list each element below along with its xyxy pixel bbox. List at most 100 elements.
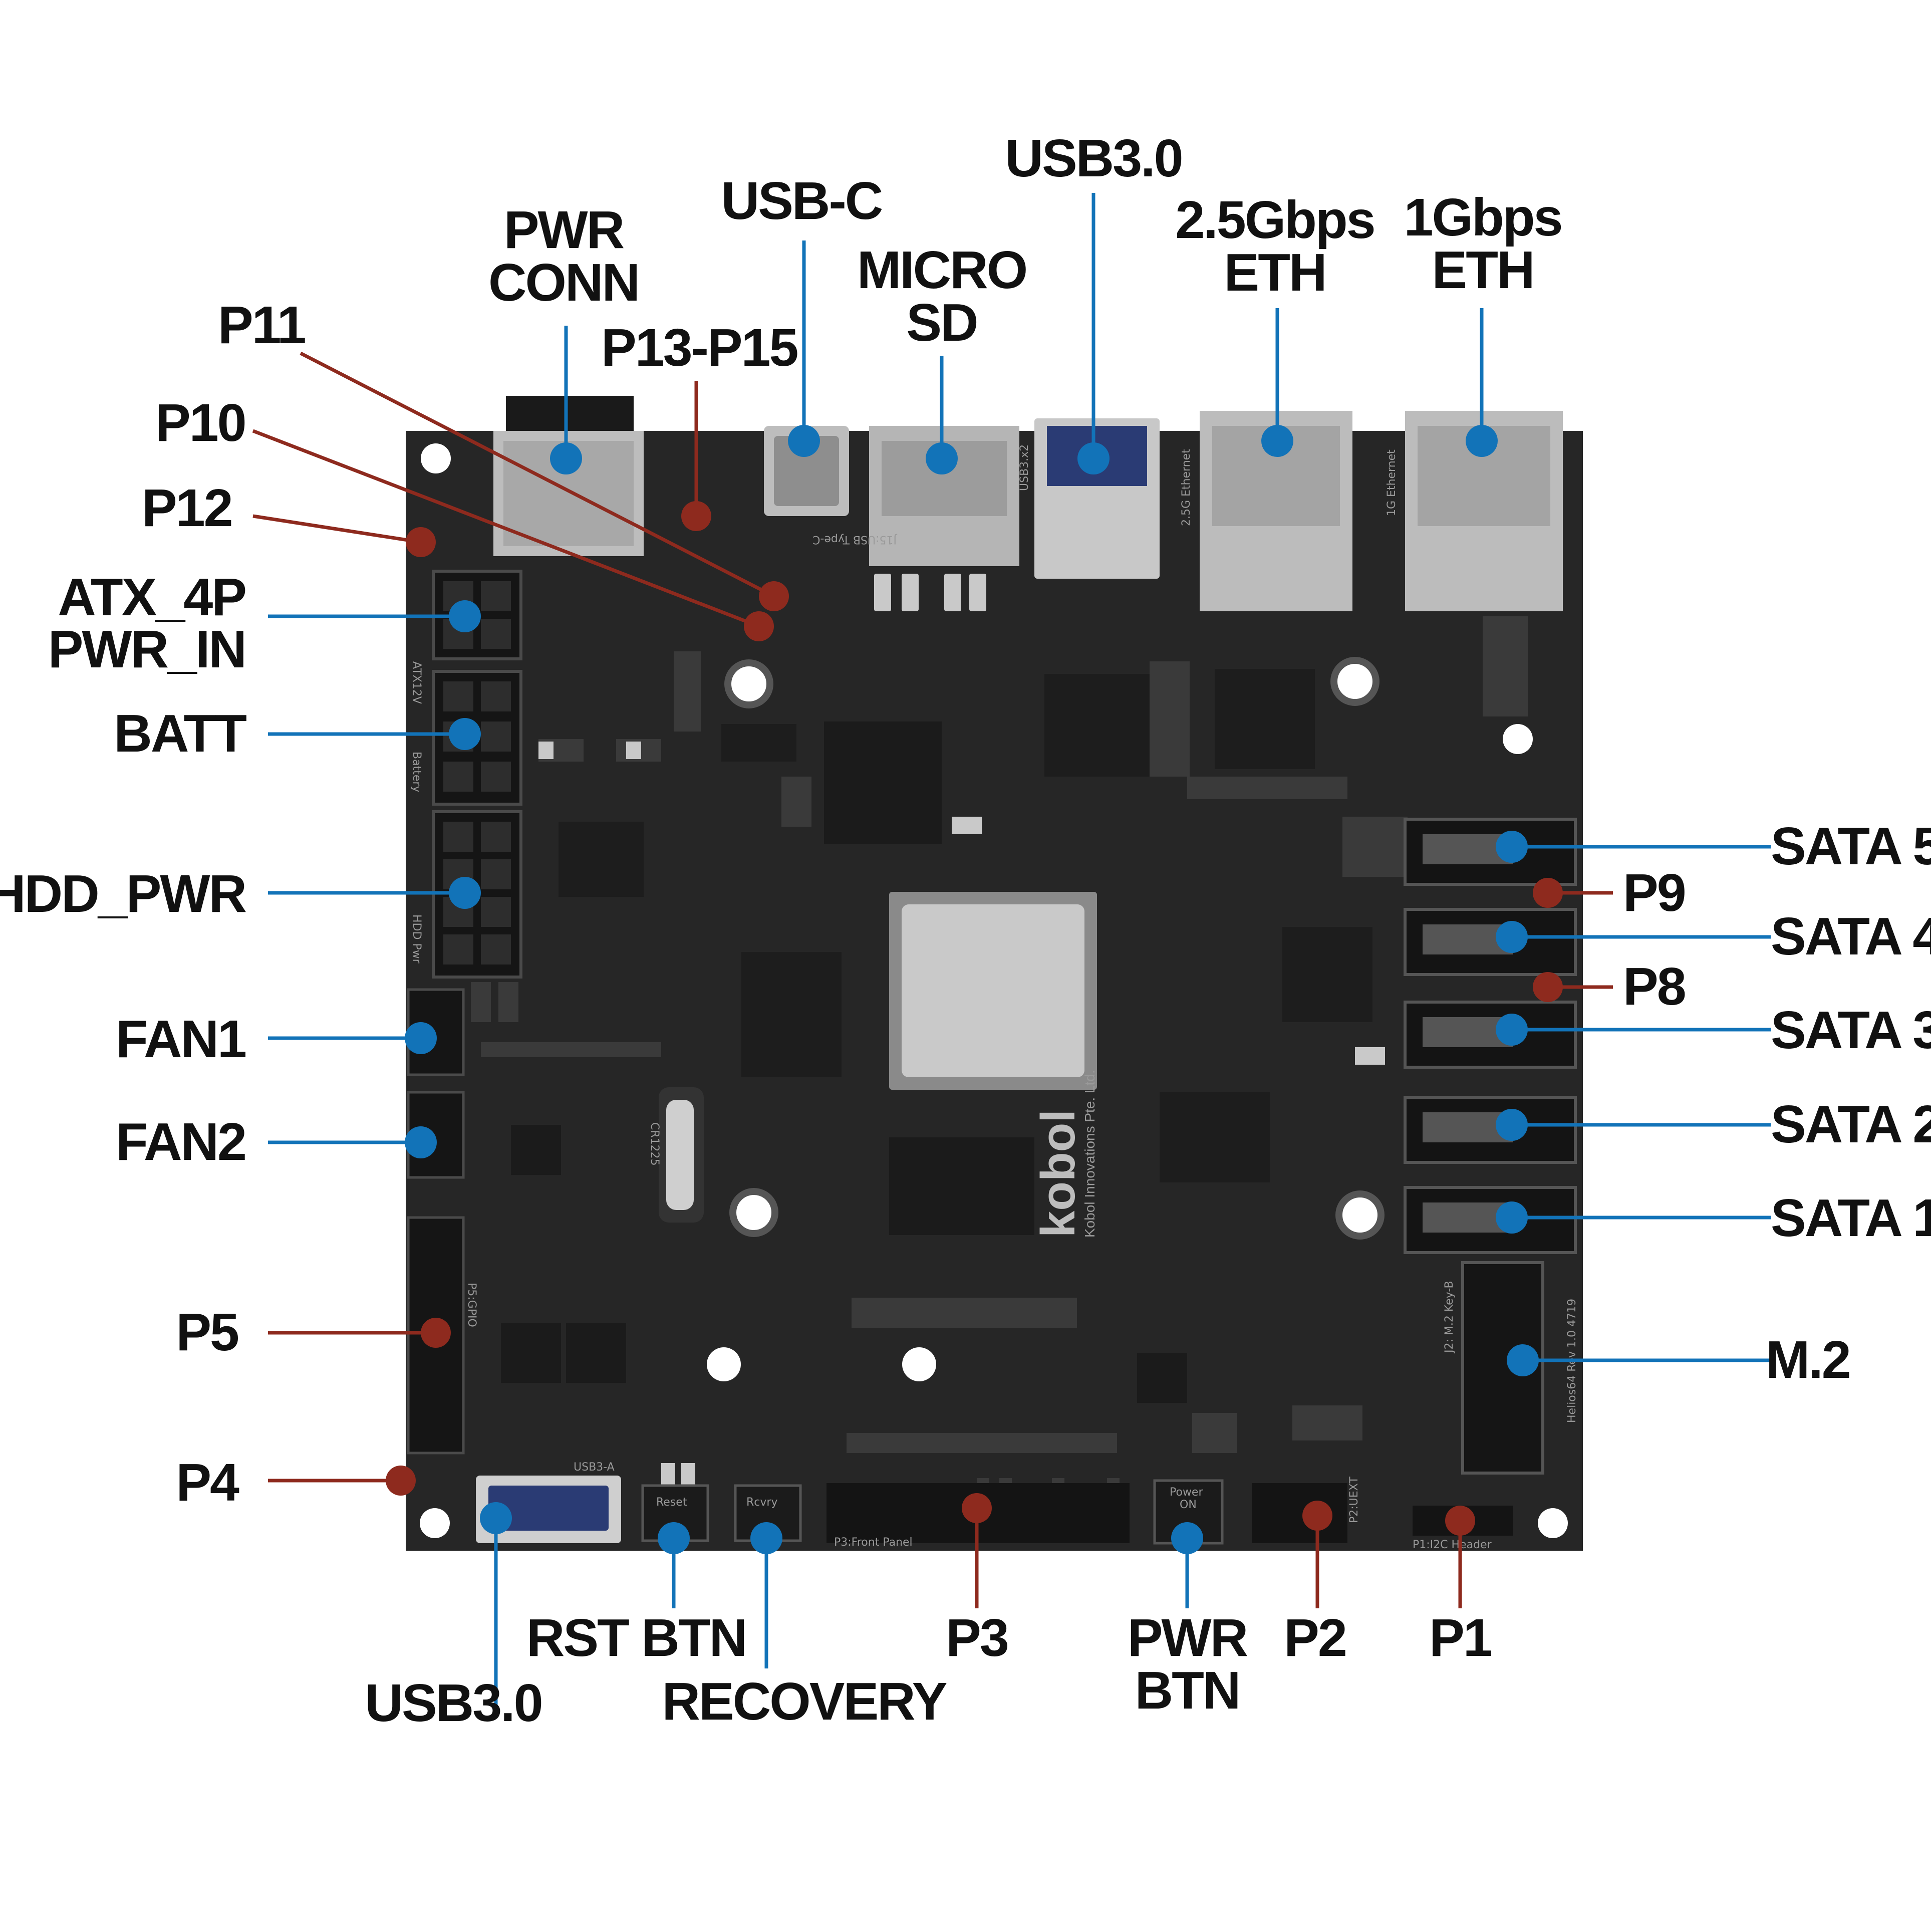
- dot-eth-1g: [1466, 425, 1498, 457]
- sata1-connector: [1404, 1186, 1577, 1254]
- label-pwr-conn-2: CONN: [488, 253, 639, 312]
- dot-sata1: [1496, 1201, 1528, 1234]
- mount-hole-br: [1538, 1508, 1568, 1538]
- label-p2: P2: [1284, 1608, 1346, 1667]
- sata2-connector: [1404, 1096, 1577, 1164]
- silk-hdd: HDD Pwr: [410, 914, 423, 964]
- chip: [824, 721, 942, 844]
- label-usb-c: USB-C: [721, 171, 882, 230]
- gpio-header: [407, 1216, 465, 1455]
- dot-sata5: [1496, 831, 1528, 863]
- label-m2: M.2: [1766, 1330, 1850, 1389]
- dot-sata3: [1496, 1014, 1528, 1046]
- dot-hdd: [449, 877, 481, 909]
- label-sata3: SATA 3: [1771, 1001, 1931, 1060]
- silk-m2-key: J2: M.2 Key-B: [1443, 1281, 1456, 1354]
- chip: [1160, 1092, 1270, 1182]
- chip: [559, 822, 644, 897]
- mount-hole-c1: [707, 1347, 741, 1381]
- brand-sub-text: Kobol Innovations Pte. Ltd.: [1082, 1070, 1097, 1238]
- dot-p9: [1533, 878, 1563, 908]
- silk-eth25: 2.5G Ethernet: [1180, 449, 1193, 526]
- dot-p13-p15: [681, 501, 711, 531]
- dot-p4: [386, 1466, 416, 1496]
- mount-hole-tl: [421, 443, 451, 473]
- label-sata5: SATA 5: [1771, 817, 1931, 876]
- dot-rst-btn: [658, 1522, 690, 1554]
- chip: [1044, 674, 1152, 777]
- label-p8: P8: [1623, 957, 1685, 1016]
- dot-batt: [449, 718, 481, 750]
- mount-hole-bl: [420, 1508, 450, 1538]
- label-sata2: SATA 2: [1771, 1095, 1931, 1154]
- label-recovery: RECOVERY: [662, 1672, 947, 1731]
- label-p10: P10: [155, 393, 245, 452]
- uext-header: [1252, 1483, 1347, 1543]
- label-fan2: FAN2: [116, 1112, 245, 1171]
- label-micro-sd-1: MICRO: [857, 240, 1026, 300]
- standoff-4: [1335, 1190, 1385, 1240]
- sata5-connector: [1404, 818, 1577, 886]
- chip: [511, 1125, 561, 1175]
- silk-usb-typec: J15:USB Type-C: [812, 533, 898, 546]
- dot-usb3-bottom: [480, 1502, 512, 1534]
- label-sata4: SATA 4: [1771, 907, 1931, 966]
- brand-logo-text: kobol: [1031, 1109, 1085, 1238]
- label-rst-btn: RST BTN: [526, 1608, 746, 1667]
- label-p4: P4: [176, 1453, 239, 1512]
- label-eth-25g-1: 2.5Gbps: [1175, 190, 1374, 250]
- dot-atx: [449, 600, 481, 632]
- dot-p8: [1533, 972, 1563, 1002]
- dot-sata4: [1496, 921, 1528, 953]
- chip: [1137, 1353, 1187, 1403]
- silk-usb3x2: USB3.x2: [1018, 444, 1031, 491]
- chip: [1282, 927, 1372, 1022]
- label-atx-4p-1: ATX_4P: [58, 568, 245, 627]
- label-micro-sd-2: SD: [906, 293, 977, 352]
- dot-fan2: [405, 1126, 437, 1158]
- dot-p1: [1445, 1506, 1475, 1536]
- dot-p12: [406, 527, 436, 557]
- dot-usb-c: [788, 425, 820, 457]
- label-batt: BATT: [114, 704, 246, 763]
- dot-p2: [1302, 1501, 1332, 1531]
- label-hdd-pwr: HDD_PWR: [0, 864, 246, 923]
- label-usb3-bottom: USB3.0: [365, 1673, 541, 1733]
- label-eth-1g-1: 1Gbps: [1404, 188, 1562, 247]
- label-p5: P5: [176, 1303, 238, 1362]
- label-pwr-btn-2: BTN: [1135, 1661, 1240, 1720]
- dot-pwr-conn: [550, 442, 582, 474]
- silk-gpio: P5:GPIO: [465, 1283, 478, 1327]
- sata4-connector: [1404, 908, 1577, 976]
- dot-m2: [1507, 1344, 1539, 1376]
- label-p1: P1: [1429, 1608, 1491, 1667]
- label-pwr-btn-1: PWR: [1128, 1608, 1248, 1667]
- standoff-3: [729, 1188, 778, 1237]
- dot-fan1: [405, 1022, 437, 1054]
- silk-reset: Reset: [656, 1496, 687, 1509]
- silk-i2c: P1:I2C Header: [1413, 1539, 1492, 1551]
- mount-hole-c2: [902, 1347, 936, 1381]
- label-atx-4p-2: PWR_IN: [48, 620, 245, 679]
- board: CR1225 kobol Kobol Innovations Pte. Ltd.…: [406, 396, 1583, 1551]
- silk-uext: P2:UEXT: [1348, 1477, 1360, 1523]
- silk-atx12v: ATX12V: [410, 661, 423, 704]
- chip: [889, 1137, 1034, 1235]
- label-p12: P12: [142, 478, 232, 538]
- dot-recovery: [750, 1522, 782, 1554]
- pointer-lines: [252, 193, 1771, 1706]
- chip: [566, 1323, 626, 1383]
- label-eth-1g-2: ETH: [1432, 240, 1534, 300]
- dot-micro-sd: [926, 442, 958, 474]
- silk-batt-cell: CR1225: [648, 1122, 661, 1166]
- standoff-2: [1330, 657, 1380, 706]
- mount-hole-r: [1503, 724, 1533, 754]
- label-p11: P11: [218, 296, 305, 355]
- dot-p11: [759, 581, 789, 611]
- label-usb3-top: USB3.0: [1005, 129, 1182, 188]
- silk-power: Power: [1170, 1486, 1203, 1499]
- silk-front-panel: P3:Front Panel: [834, 1536, 913, 1549]
- label-fan1: FAN1: [116, 1010, 245, 1069]
- silk-battery: Battery: [410, 752, 423, 792]
- sata3-connector: [1404, 1001, 1577, 1069]
